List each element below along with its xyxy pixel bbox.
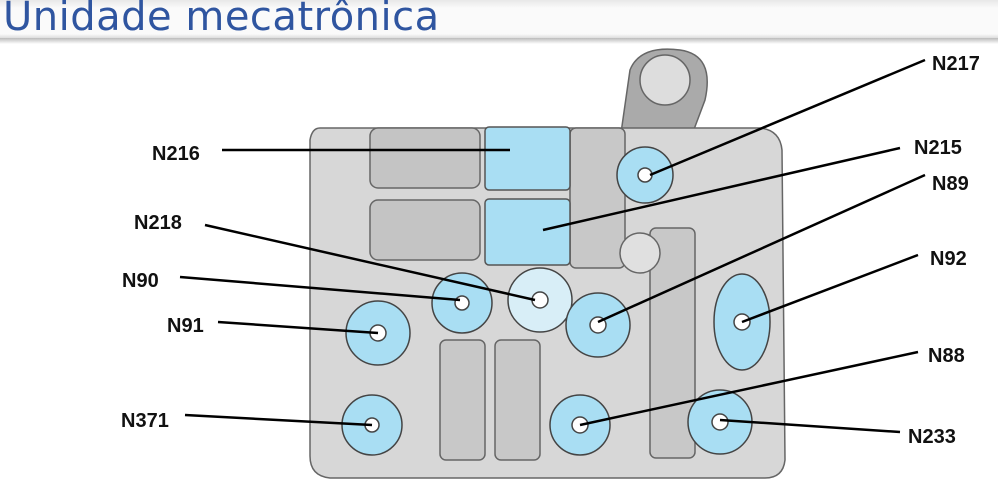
leader-lines (179, 58, 926, 434)
label-n217: N217 (932, 53, 980, 75)
label-n89: N89 (932, 173, 969, 195)
label-n218: N218 (134, 212, 182, 234)
label-n215: N215 (914, 137, 962, 159)
label-n90: N90 (122, 270, 159, 292)
label-n371: N371 (121, 410, 169, 432)
label-n233: N233 (908, 426, 956, 448)
label-n216: N216 (152, 143, 200, 165)
page-title: Unidade mecatrônica (3, 0, 440, 40)
title-shadow (0, 38, 998, 44)
label-n88: N88 (928, 345, 965, 367)
label-n92: N92 (930, 248, 967, 270)
solenoid-blocks (484, 126, 571, 266)
label-n91: N91 (167, 315, 204, 337)
title-bar: Unidade mecatrônica (0, 0, 998, 40)
